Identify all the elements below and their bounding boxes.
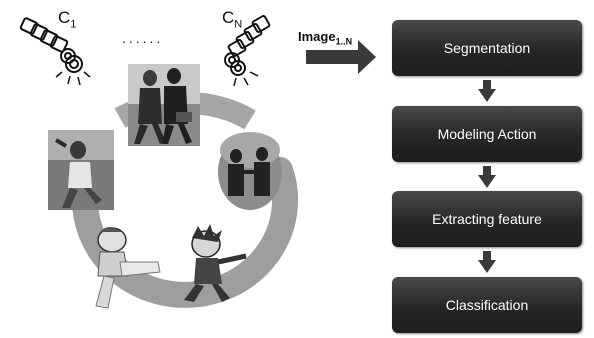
down-arrow-1 bbox=[478, 80, 496, 102]
step-classification-box: Classification bbox=[392, 277, 582, 333]
step-extracting-feature-label: Extracting feature bbox=[432, 211, 542, 227]
punching-boy-cartoon bbox=[184, 224, 247, 302]
step-segmentation-label: Segmentation bbox=[443, 40, 531, 56]
down-arrow-3 bbox=[478, 251, 496, 273]
step-modeling-action-label: Modeling Action bbox=[437, 126, 537, 142]
camera-cn-label: CN bbox=[222, 8, 242, 30]
step-extracting-feature-box: Extracting feature bbox=[392, 191, 582, 247]
image-flow-arrow bbox=[306, 40, 376, 74]
camera-c1-letter: C bbox=[58, 8, 71, 27]
pipeline-down-arrows bbox=[478, 80, 496, 273]
camera-ellipsis: ...... bbox=[122, 30, 164, 46]
camera-cn-subscript: N bbox=[234, 18, 243, 31]
image-label-main: Image bbox=[298, 29, 336, 44]
camera-cn-letter: C bbox=[222, 8, 235, 27]
running-woman-photo bbox=[48, 130, 114, 210]
image-label-subscript: 1..N bbox=[335, 36, 353, 47]
camera-c1-label: C1 bbox=[58, 8, 76, 30]
step-modeling-action-box: Modeling Action bbox=[392, 106, 582, 162]
handshake-photo bbox=[218, 132, 282, 210]
down-arrow-2 bbox=[478, 166, 496, 188]
camera-cn-icon bbox=[224, 15, 271, 87]
image-input-label: Image1..N bbox=[298, 29, 352, 47]
camera-c1-subscript: 1 bbox=[70, 18, 77, 31]
step-classification-label: Classification bbox=[445, 297, 529, 313]
step-segmentation-box: Segmentation bbox=[392, 20, 582, 76]
walking-people-photo bbox=[128, 64, 200, 146]
camera-c1-icon bbox=[19, 17, 91, 86]
kicking-boy-cartoon bbox=[95, 227, 161, 309]
